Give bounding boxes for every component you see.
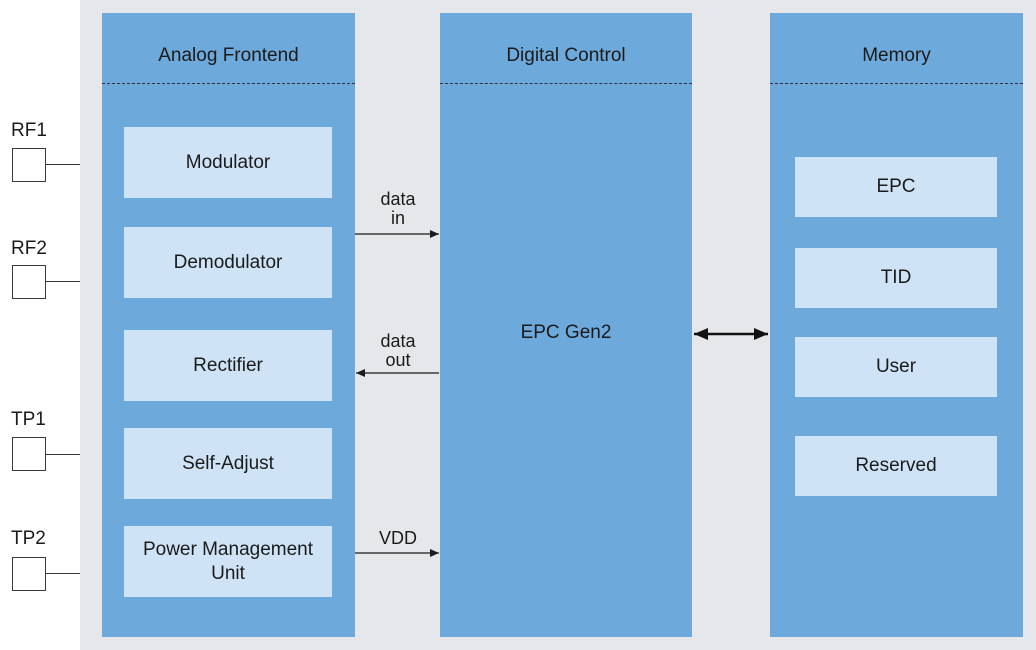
data-out-label-line1: data bbox=[380, 331, 416, 351]
digital-control-divider bbox=[440, 83, 692, 84]
analog-frontend-title: Analog Frontend bbox=[158, 45, 299, 66]
data-in-label-line2: in bbox=[390, 208, 405, 228]
pin-tp1 bbox=[12, 437, 46, 471]
pin-tp2 bbox=[12, 557, 46, 591]
user-memory-block: User bbox=[795, 337, 997, 397]
memory-column: Memory bbox=[770, 13, 1023, 637]
digital-control-column: Digital Control bbox=[440, 13, 692, 637]
pin-tp2-wire bbox=[46, 573, 80, 574]
analog-frontend-divider bbox=[102, 83, 355, 84]
pin-rf1 bbox=[12, 148, 46, 182]
rectifier-block: Rectifier bbox=[124, 330, 332, 401]
tid-memory-block: TID bbox=[795, 248, 997, 308]
pin-rf2-wire bbox=[46, 281, 80, 282]
memory-divider bbox=[770, 83, 1023, 84]
modulator-block: Modulator bbox=[124, 127, 332, 198]
pin-rf1-wire bbox=[46, 164, 80, 165]
demodulator-block: Demodulator bbox=[124, 227, 332, 298]
digital-control-title: Digital Control bbox=[506, 45, 626, 66]
self-adjust-block: Self-Adjust bbox=[124, 428, 332, 499]
pin-label-rf1: RF1 bbox=[11, 120, 47, 141]
pin-label-tp2: TP2 bbox=[11, 528, 46, 549]
memory-title: Memory bbox=[862, 45, 931, 66]
pin-rf2 bbox=[12, 265, 46, 299]
power-management-unit-block: Power Management Unit bbox=[124, 526, 332, 597]
pin-tp1-wire bbox=[46, 454, 80, 455]
reserved-memory-block: Reserved bbox=[795, 436, 997, 496]
epc-memory-block: EPC bbox=[795, 157, 997, 217]
data-in-label-line1: data bbox=[380, 189, 416, 209]
vdd-label: VDD bbox=[378, 528, 417, 548]
pin-label-rf2: RF2 bbox=[11, 238, 47, 259]
epc-gen2-label: EPC Gen2 bbox=[520, 322, 612, 343]
data-out-label-line2: out bbox=[385, 350, 411, 370]
pin-label-tp1: TP1 bbox=[11, 409, 46, 430]
